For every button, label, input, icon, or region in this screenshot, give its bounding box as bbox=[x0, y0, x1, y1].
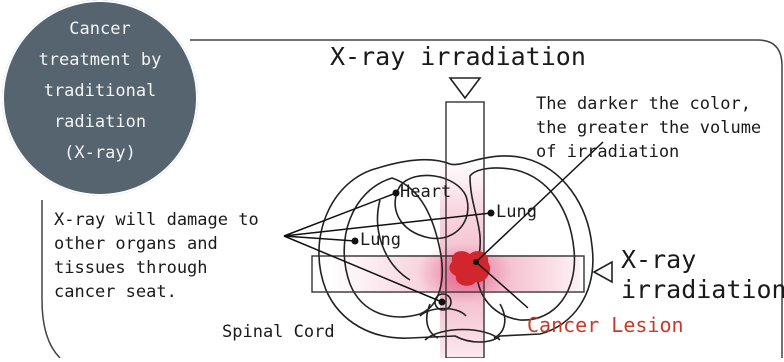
heart-label: Heart bbox=[400, 182, 451, 202]
cancer-lesion-label: Cancer Lesion bbox=[527, 313, 684, 337]
beam-side-arrow-icon bbox=[594, 262, 612, 282]
damage-note: X-ray will damage to other organs and ti… bbox=[54, 208, 259, 304]
spinal-cord-label: Spinal Cord bbox=[222, 322, 335, 342]
lung-right-label: Lung bbox=[496, 202, 537, 222]
badge-title: Cancer treatment by traditional radiatio… bbox=[2, 14, 198, 169]
dose-note: The darker the color, the greater the vo… bbox=[536, 92, 761, 164]
beam-side-label: X-ray irradiation bbox=[621, 245, 784, 305]
lung-left-label: Lung bbox=[360, 230, 401, 250]
beam-top-label: X-ray irradiation bbox=[330, 42, 586, 71]
beam-top-arrow-icon bbox=[450, 78, 480, 98]
